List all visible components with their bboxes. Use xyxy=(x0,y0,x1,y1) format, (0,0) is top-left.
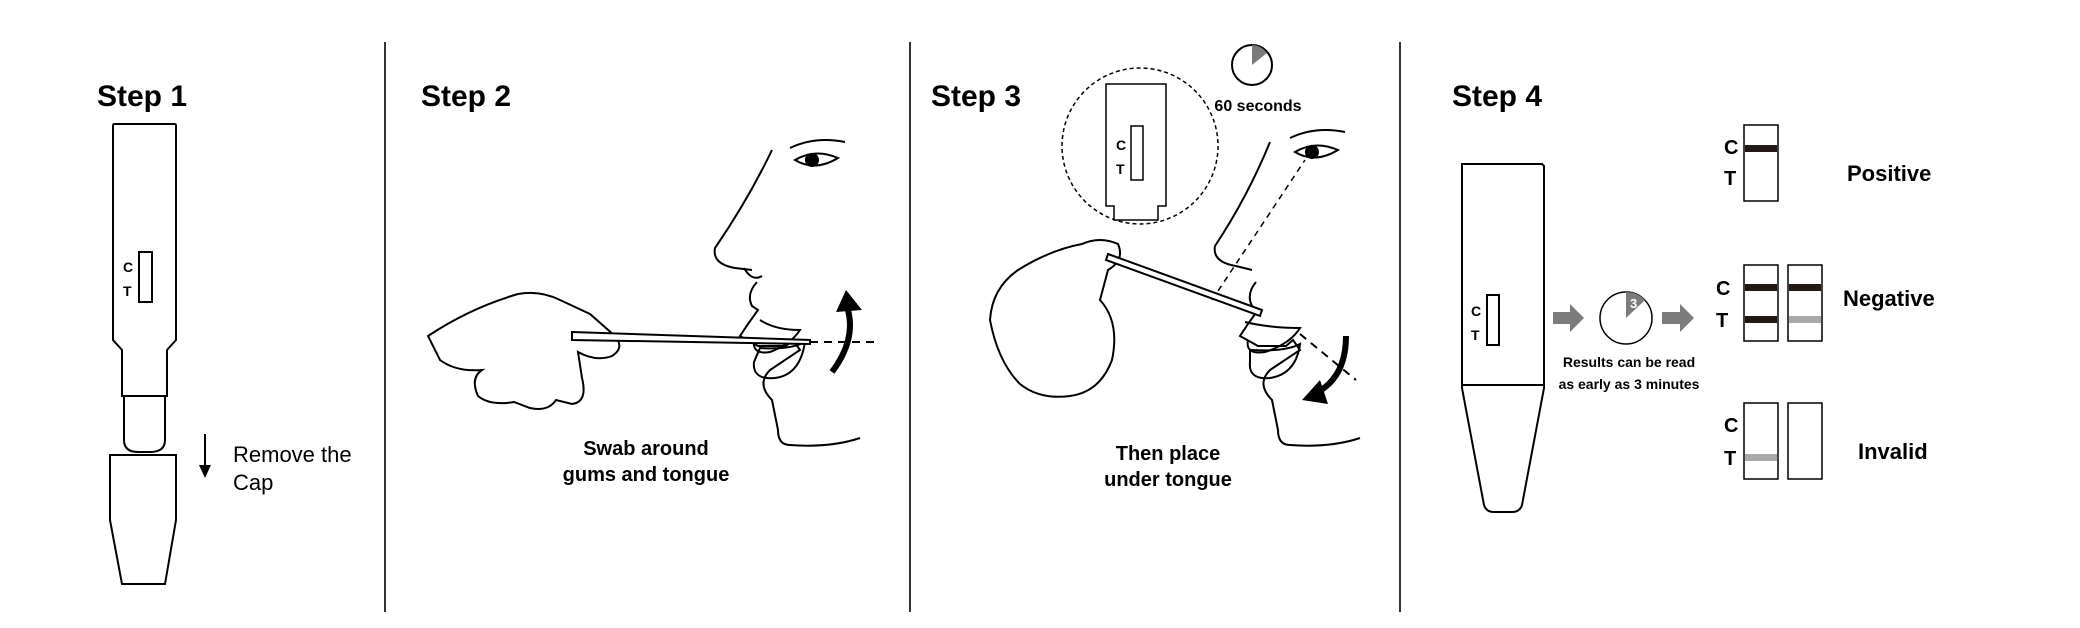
eyebrow xyxy=(789,139,846,149)
device-result-window xyxy=(1486,294,1500,346)
result-invalid: C T Invalid xyxy=(1724,402,1928,480)
magnified-result-window xyxy=(1130,125,1144,181)
positive-c-band xyxy=(1745,145,1777,152)
step-4-c-label: C xyxy=(1471,303,1481,319)
step-3-title: Step 3 xyxy=(931,80,1021,113)
step-2-title: Step 2 xyxy=(421,80,511,113)
step-4-note-line-2: as early as 3 minutes xyxy=(1559,376,1700,392)
negative-t-label: T xyxy=(1716,310,1728,332)
invalid-c-label: C xyxy=(1724,415,1738,437)
negative-strip-2-c-band xyxy=(1789,284,1821,291)
nose-and-chin xyxy=(1213,141,1361,447)
negative-strip-2 xyxy=(1787,264,1823,342)
hand-outline xyxy=(988,239,1121,398)
arrow-right-icon xyxy=(1553,304,1584,332)
positive-c-label: C xyxy=(1724,137,1738,159)
negative-label: Negative xyxy=(1843,286,1935,311)
eyebrow xyxy=(1289,129,1346,139)
device-cap xyxy=(109,454,177,585)
invalid-strip-1 xyxy=(1743,402,1779,480)
negative-strip-1-c-band xyxy=(1745,284,1777,291)
step-1-title: Step 1 xyxy=(97,80,187,113)
positive-t-label: T xyxy=(1724,168,1736,190)
result-negative: C T Negative xyxy=(1716,264,1935,342)
step-3-timer-label: 60 seconds xyxy=(1214,98,1301,115)
negative-strip-1 xyxy=(1743,264,1779,342)
step-2-instruction-line-2: gums and tongue xyxy=(563,464,730,486)
test-device-step4 xyxy=(1460,163,1545,513)
face-profile-drawing xyxy=(713,139,861,447)
swab-stick xyxy=(1104,252,1264,318)
hand-holding-swab xyxy=(426,291,811,410)
swab-sponge xyxy=(123,395,166,453)
hand-holding-swab-step3 xyxy=(988,239,1264,398)
step-1-instruction-line-1: Remove the xyxy=(233,442,352,467)
step-2-panel: Step 2 Swab around gums and tongue xyxy=(421,80,880,486)
up-curved-arrow-icon xyxy=(829,290,862,374)
swab-direction-dashes-step3 xyxy=(1299,333,1357,381)
step-4-title: Step 4 xyxy=(1452,80,1542,113)
invalid-strip-2 xyxy=(1787,402,1823,480)
swab-stick xyxy=(571,330,811,346)
tongue xyxy=(752,340,807,380)
step-3-panel: Step 3 C T 60 seconds xyxy=(931,44,1361,491)
down-arrow-icon xyxy=(199,434,211,478)
eye-pupil xyxy=(1305,145,1319,159)
step-3-instruction-line-1: Then place xyxy=(1116,443,1220,465)
timer-3min-icon xyxy=(1599,291,1653,345)
step-3-c-label: C xyxy=(1116,137,1126,153)
step-4-panel: Step 4 C T 3 Results can be read as earl… xyxy=(1452,80,1935,513)
result-positive: C T Positive xyxy=(1724,124,1931,202)
step-1-panel: Step 1 C T Remove the Cap xyxy=(97,80,352,585)
test-device-with-cap xyxy=(109,123,177,585)
step-4-timer-digit: 3 xyxy=(1630,296,1637,311)
device-body xyxy=(1460,163,1545,513)
step-1-t-label: T xyxy=(123,283,132,299)
positive-label: Positive xyxy=(1847,161,1931,186)
face-profile-drawing-step3 xyxy=(1213,129,1361,447)
step-2-instruction-line-1: Swab around xyxy=(583,438,709,460)
positive-strip xyxy=(1743,124,1779,202)
step-1-c-label: C xyxy=(123,259,133,275)
nostril xyxy=(743,267,763,279)
device-result-window xyxy=(138,251,153,303)
step-1-instruction-line-2: Cap xyxy=(233,470,273,495)
negative-strip-2-t-band xyxy=(1789,316,1821,323)
step-3-instruction-line-2: under tongue xyxy=(1104,469,1232,491)
negative-strip-1-t-band xyxy=(1745,316,1777,323)
column-dividers xyxy=(384,42,1401,612)
invalid-label: Invalid xyxy=(1858,439,1928,464)
nose-and-chin xyxy=(713,149,861,447)
down-curved-arrow-icon xyxy=(1302,335,1349,404)
magnified-device-callout: C T xyxy=(1061,67,1219,225)
invalid-strip-1-t-band xyxy=(1745,454,1777,461)
step-4-note-line-1: Results can be read xyxy=(1563,354,1695,370)
step-4-t-label: T xyxy=(1471,327,1480,343)
eye-pupil xyxy=(805,153,819,167)
hand-outline xyxy=(426,291,621,410)
arrow-right-icon xyxy=(1662,304,1694,332)
negative-c-label: C xyxy=(1716,278,1730,300)
step-3-t-label: T xyxy=(1116,161,1125,177)
tongue xyxy=(1248,342,1302,380)
invalid-t-label: T xyxy=(1724,448,1736,470)
stopwatch-icon xyxy=(1231,44,1273,86)
